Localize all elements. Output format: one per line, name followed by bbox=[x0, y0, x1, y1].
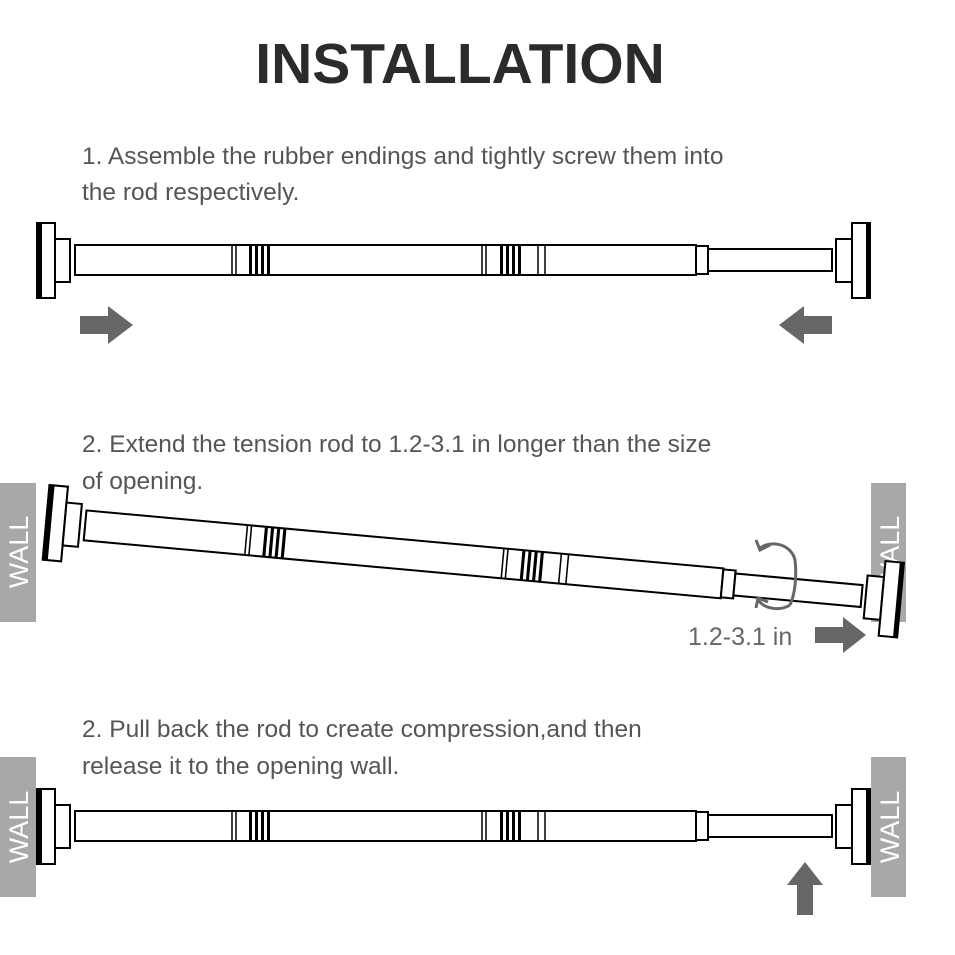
tension-rod-step-3 bbox=[36, 788, 871, 865]
step-1-text-line2: the rod respectively. bbox=[82, 179, 299, 206]
rotate-icon bbox=[754, 539, 798, 611]
wall-label: WALL bbox=[875, 791, 905, 864]
tension-rod-step-2 bbox=[41, 483, 905, 639]
arrow-right-icon bbox=[815, 617, 866, 653]
step-2-text-line2: of opening. bbox=[82, 468, 203, 495]
wall-left-step-2: WALL bbox=[0, 483, 36, 622]
page-title: INSTALLATION bbox=[255, 32, 665, 96]
extension-measurement: 1.2-3.1 in bbox=[688, 623, 792, 651]
wall-left-step-3: WALL bbox=[0, 757, 36, 897]
tension-rod-step-1 bbox=[36, 222, 871, 299]
wall-label: WALL bbox=[4, 791, 34, 864]
arrow-right-icon bbox=[80, 306, 133, 344]
step-3-text-line1: 2. Pull back the rod to create compressi… bbox=[82, 716, 642, 743]
step-2-text-line1: 2. Extend the tension rod to 1.2-3.1 in … bbox=[82, 431, 711, 458]
wall-right-step-3: WALL bbox=[871, 757, 906, 897]
step-3-text-line2: release it to the opening wall. bbox=[82, 753, 399, 780]
step-1-text-line1: 1. Assemble the rubber endings and tight… bbox=[82, 143, 723, 170]
arrow-up-icon bbox=[787, 862, 823, 915]
wall-label: WALL bbox=[4, 516, 34, 589]
arrow-left-icon bbox=[779, 306, 832, 344]
